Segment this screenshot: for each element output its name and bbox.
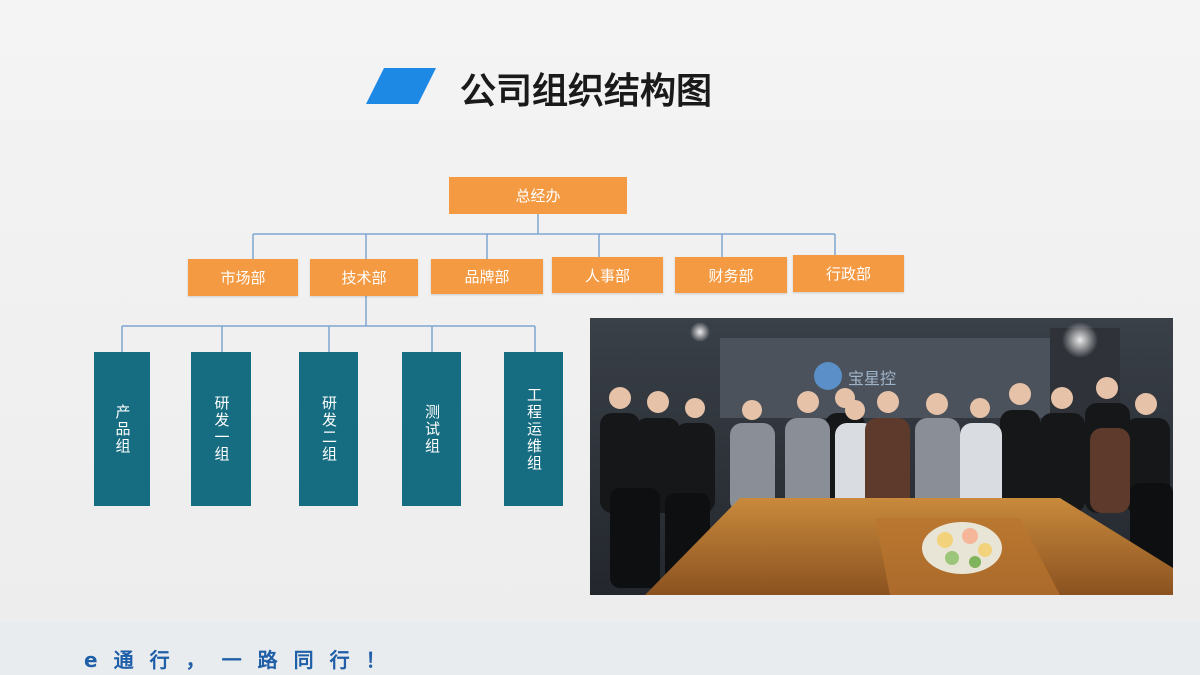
org-node-dept-marketing: 市场部 bbox=[188, 259, 298, 296]
team-photo: 宝星控 bbox=[590, 318, 1173, 595]
org-node-dept-brand: 品牌部 bbox=[431, 259, 543, 294]
footer-slogan: e通行，一路同行！ bbox=[84, 648, 402, 672]
group-label: 工程运维组 bbox=[525, 386, 543, 472]
org-node-group-test: 测试组 bbox=[402, 352, 461, 506]
page-title: 公司组织结构图 bbox=[460, 71, 713, 112]
org-node-dept-finance: 财务部 bbox=[675, 257, 787, 293]
org-node-dept-admin: 行政部 bbox=[793, 255, 904, 292]
org-node-dept-tech: 技术部 bbox=[310, 259, 418, 296]
footer-band bbox=[0, 622, 1200, 675]
org-node-root: 总经办 bbox=[449, 177, 627, 214]
group-label: 研发一组 bbox=[212, 395, 231, 463]
group-label: 研发二组 bbox=[320, 395, 338, 463]
org-node-group-product: 产品组 bbox=[94, 352, 150, 506]
team-photo-illustration: 宝星控 bbox=[590, 318, 1173, 595]
org-node-dept-hr: 人事部 bbox=[552, 257, 663, 293]
org-node-group-ops: 工程运维组 bbox=[504, 352, 563, 506]
org-node-group-rd1: 研发一组 bbox=[191, 352, 251, 506]
org-node-group-rd2: 研发二组 bbox=[299, 352, 358, 506]
group-label: 测试组 bbox=[423, 403, 441, 455]
wall-sign-text: 宝星控 bbox=[848, 369, 896, 388]
group-label: 产品组 bbox=[113, 403, 132, 455]
title-parallelogram-icon bbox=[366, 68, 436, 104]
